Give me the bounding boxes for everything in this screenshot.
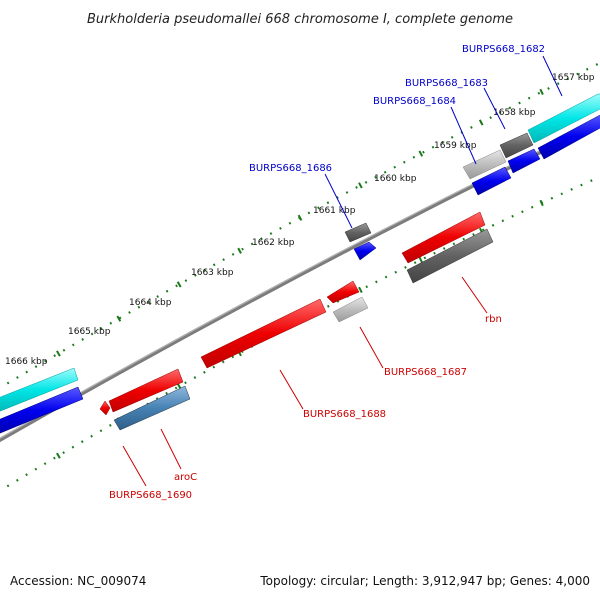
reverse-cds-steelblue-aroC[interactable] — [113, 385, 191, 431]
reverse-cds-red-rbn[interactable] — [401, 211, 486, 264]
connector-1690 — [122, 445, 147, 487]
reverse-gene-lightgray-1687[interactable] — [332, 296, 369, 323]
tick-label: 1662 kbp — [252, 238, 295, 248]
forward-gene-gray-1683[interactable] — [499, 132, 534, 159]
tick-label: 1658 kbp — [493, 108, 536, 118]
forward-cds-blue-1684[interactable] — [471, 166, 512, 196]
major-tick — [176, 281, 182, 288]
tick-label: 1663 kbp — [191, 268, 234, 278]
major-tick — [56, 350, 61, 357]
tick-label: 1659 kbp — [434, 141, 477, 151]
connector-rbn — [461, 276, 488, 314]
connector-1683 — [483, 87, 506, 130]
tick-label: 1660 kbp — [374, 174, 417, 184]
forward-strand-features — [0, 93, 600, 434]
major-tick — [358, 182, 363, 189]
label-burps668-1688[interactable]: BURPS668_1688 — [303, 409, 386, 420]
label-burps668-1686[interactable]: BURPS668_1686 — [249, 163, 332, 174]
label-connectors — [122, 55, 563, 487]
major-tick — [539, 199, 544, 207]
connector-aroC — [160, 428, 182, 470]
major-tick — [237, 247, 242, 254]
tick-label: 1664 kbp — [129, 298, 172, 308]
connector-1687 — [359, 326, 384, 369]
label-burps668-1690[interactable]: BURPS668_1690 — [109, 490, 192, 501]
reverse-cds-red-1687[interactable] — [326, 280, 360, 304]
forward-cds-blue-left[interactable] — [0, 386, 84, 434]
tick-label: 1666 kbp — [5, 357, 48, 367]
major-tick — [539, 88, 544, 96]
tick-label: 1661 kbp — [313, 206, 356, 216]
label-burps668-1687[interactable]: BURPS668_1687 — [384, 367, 467, 378]
connector-1684 — [450, 106, 477, 165]
label-burps668-1684[interactable]: BURPS668_1684 — [373, 96, 456, 107]
major-tick — [56, 452, 61, 459]
label-burps668-1682[interactable]: BURPS668_1682 — [462, 44, 545, 55]
tick-label: 1665 kbp — [68, 327, 111, 337]
outer-major-ticks — [56, 88, 544, 357]
major-tick — [418, 150, 424, 157]
tick-label: 1657 kbp — [552, 73, 595, 83]
reverse-gene-gray-rbn[interactable] — [406, 228, 494, 284]
reverse-cds-red-aroC[interactable] — [108, 368, 184, 413]
map-title: Burkholderia pseudomallei 668 chromosome… — [87, 12, 513, 27]
forward-cds-cyan-right[interactable] — [527, 93, 600, 144]
accession-text: Accession: NC_009074 — [10, 574, 147, 588]
major-tick — [478, 119, 484, 126]
major-tick — [418, 256, 424, 264]
genome-summary-text: Topology: circular; Length: 3,912,947 bp… — [260, 574, 590, 588]
forward-cds-blue-right[interactable] — [537, 114, 600, 160]
forward-cds-blue-1683[interactable] — [507, 148, 541, 174]
forward-cds-cyan-left[interactable] — [0, 367, 79, 412]
reverse-cds-red-1690[interactable] — [99, 400, 111, 416]
connector-1682 — [542, 55, 563, 97]
connector-1686 — [324, 173, 353, 229]
major-tick — [358, 286, 363, 294]
forward-gene-gray-1686[interactable] — [344, 222, 372, 243]
gene-labels: BURPS668_1682 BURPS668_1683 BURPS668_168… — [109, 44, 545, 501]
label-aroC[interactable]: aroC — [174, 472, 197, 483]
reverse-cds-red-1688[interactable] — [200, 298, 327, 369]
connector-1688 — [279, 369, 304, 410]
label-rbn[interactable]: rbn — [485, 314, 502, 325]
forward-cds-blue-1686[interactable] — [353, 241, 377, 261]
major-tick — [116, 315, 122, 322]
label-burps668-1683[interactable]: BURPS668_1683 — [405, 78, 488, 89]
reverse-strand-features — [99, 211, 494, 431]
forward-gene-lightgray-1684[interactable] — [462, 149, 507, 180]
major-tick — [297, 214, 303, 221]
tick-labels: 1657 kbp 1658 kbp 1659 kbp 1660 kbp 1661 kbp… — [5, 73, 595, 367]
